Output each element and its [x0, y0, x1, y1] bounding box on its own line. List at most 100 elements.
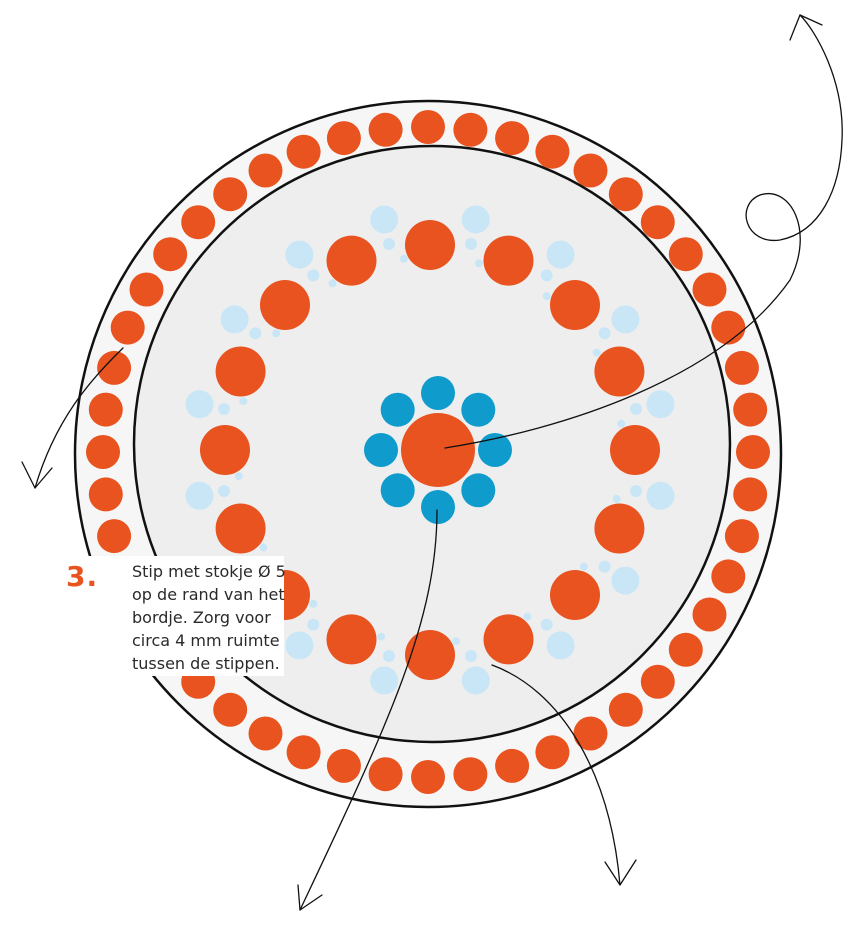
rim-dot: [733, 393, 767, 427]
center-dot: [401, 413, 475, 487]
ring-dot: [484, 614, 534, 664]
light-blue-dot: [541, 269, 553, 281]
light-blue-dot: [186, 390, 214, 418]
light-blue-dot: [613, 495, 621, 503]
light-blue-dot: [541, 619, 553, 631]
rim-dot: [97, 519, 131, 553]
loop-arrow-head: [790, 15, 822, 40]
light-blue-dot: [186, 482, 214, 510]
light-blue-dot: [307, 269, 319, 281]
rim-dot: [249, 154, 283, 188]
light-blue-dot: [462, 206, 490, 234]
rim-dot: [495, 121, 529, 155]
rim-dot: [89, 393, 123, 427]
petal-dot: [381, 393, 415, 427]
rim-dot: [411, 110, 445, 144]
rim-dot: [411, 760, 445, 794]
light-blue-dot: [465, 238, 477, 250]
ring-dot: [216, 504, 266, 554]
rim-dot: [111, 311, 145, 345]
rim-dot: [369, 757, 403, 791]
light-blue-dot: [611, 305, 639, 333]
ring-dot: [260, 280, 310, 330]
ring-dot: [550, 280, 600, 330]
light-blue-dot: [383, 238, 395, 250]
light-blue-dot: [370, 206, 398, 234]
step-text-line: Stip met stokje Ø 5: [132, 560, 342, 583]
light-blue-dot: [259, 543, 267, 551]
rim-dot: [535, 135, 569, 169]
light-blue-dot: [218, 403, 230, 415]
light-blue-dot: [547, 241, 575, 269]
rim-dot: [327, 749, 361, 783]
rim-dot: [725, 519, 759, 553]
ring-dot: [327, 236, 377, 286]
ring-dot: [610, 425, 660, 475]
rim-dot: [369, 113, 403, 147]
light-blue-dot: [400, 255, 408, 263]
light-blue-dot: [218, 485, 230, 497]
light-blue-dot: [377, 633, 385, 641]
rim-dot: [287, 735, 321, 769]
rim-dot: [609, 177, 643, 211]
light-blue-dot: [239, 397, 247, 405]
rim-dot: [574, 154, 608, 188]
petal-dot: [364, 433, 398, 467]
rim-dot: [535, 735, 569, 769]
ring-dot: [484, 236, 534, 286]
center-flower: [364, 376, 512, 524]
rim-dot: [711, 559, 745, 593]
petal-dot: [421, 376, 455, 410]
ring-dot: [594, 504, 644, 554]
petal-dot: [421, 490, 455, 524]
rim-dot: [86, 435, 120, 469]
light-blue-dot: [593, 349, 601, 357]
light-blue-dot: [329, 279, 337, 287]
rim-dot: [495, 749, 529, 783]
rim-dot: [327, 121, 361, 155]
rim-dot: [693, 273, 727, 307]
rim-dot: [213, 177, 247, 211]
rim-dot: [130, 273, 164, 307]
step-text-line: op de rand van het: [132, 583, 342, 606]
light-blue-dot: [452, 637, 460, 645]
light-blue-dot: [599, 327, 611, 339]
rim-dot: [641, 665, 675, 699]
rim-dot: [181, 205, 215, 239]
rim-dot: [725, 351, 759, 385]
light-blue-dot: [370, 667, 398, 695]
step-text: Stip met stokje Ø 5 op de rand van het b…: [132, 560, 342, 675]
light-blue-dot: [617, 420, 625, 428]
right-arrow-head: [605, 860, 636, 885]
light-blue-dot: [235, 472, 243, 480]
light-blue-dot: [543, 292, 551, 300]
light-blue-dot: [580, 563, 588, 571]
rim-dot: [669, 237, 703, 271]
rim-dot: [693, 598, 727, 632]
light-blue-dot: [523, 613, 531, 621]
rim-dot: [249, 717, 283, 751]
left-arrow-head: [22, 462, 52, 488]
rim-dot: [574, 717, 608, 751]
light-blue-dot: [611, 567, 639, 595]
step-text-line: tussen de stippen.: [132, 652, 342, 675]
rim-dot: [89, 477, 123, 511]
light-blue-dot: [285, 241, 313, 269]
rim-dot: [711, 311, 745, 345]
ring-dot: [594, 347, 644, 397]
light-blue-dot: [249, 327, 261, 339]
rim-dot: [453, 113, 487, 147]
light-blue-dot: [647, 482, 675, 510]
ring-dot: [405, 630, 455, 680]
ring-dot: [216, 347, 266, 397]
rim-dot: [669, 633, 703, 667]
light-blue-dot: [221, 305, 249, 333]
light-blue-dot: [630, 403, 642, 415]
step-text-line: circa 4 mm ruimte: [132, 629, 342, 652]
ring-dot: [200, 425, 250, 475]
light-blue-dot: [462, 667, 490, 695]
light-blue-dot: [630, 485, 642, 497]
instruction-box: 3. Stip met stokje Ø 5 op de rand van he…: [58, 556, 284, 676]
rim-dot: [453, 757, 487, 791]
